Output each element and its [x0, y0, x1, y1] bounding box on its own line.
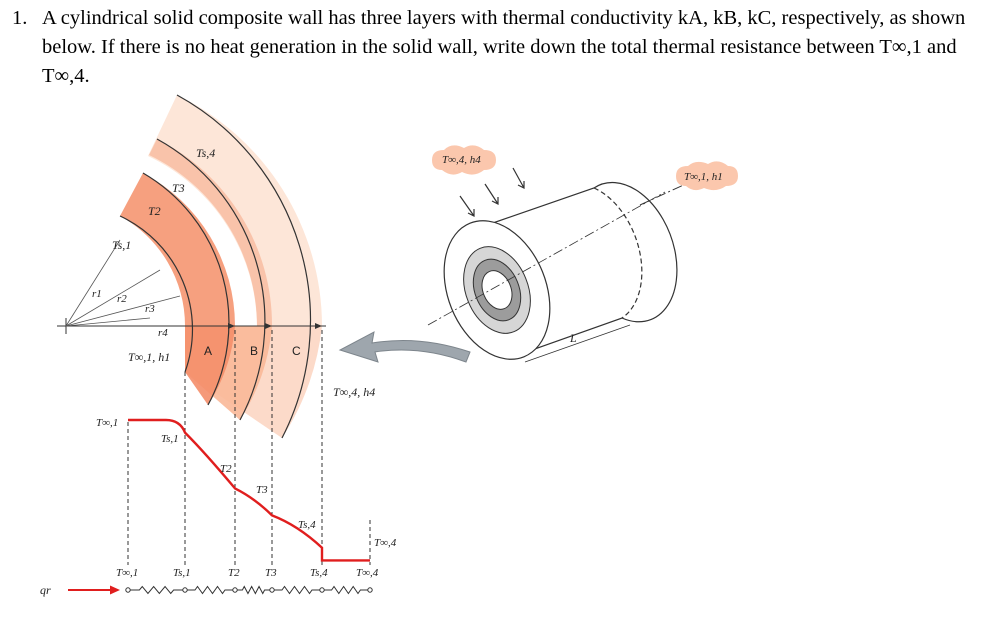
circuit-node	[367, 587, 373, 593]
dashed-guides	[127, 330, 371, 565]
temperature-profile-line	[128, 418, 370, 562]
label-t3: T3	[172, 181, 185, 195]
question-text: 1. A cylindrical solid composite wall ha…	[12, 4, 997, 91]
radius-r3-line	[65, 295, 181, 327]
circuit-node	[125, 587, 131, 593]
resistor-chain	[128, 585, 370, 595]
radius-r1-line	[65, 239, 121, 327]
radius-r4-line	[65, 317, 151, 327]
circuit-node	[269, 587, 275, 593]
arrow-head-c	[315, 323, 322, 329]
arrow-head-a	[228, 323, 235, 329]
interface-ab-arc	[142, 172, 230, 406]
cylinder-axis-line	[427, 191, 666, 326]
cylinder-outer-fluid-label: T∞,4, h4	[442, 154, 481, 166]
profile-label-ts4: Ts,4	[298, 519, 316, 531]
profile-label-tinf1: T∞,1	[96, 417, 118, 429]
inner-surface-arc	[119, 215, 194, 373]
outer-fluid-blob	[432, 145, 496, 175]
layer-ring-inner	[481, 270, 513, 310]
profile-label-t2: T2	[220, 463, 232, 475]
label-r3: r3	[145, 303, 155, 315]
profile-label-ts1: Ts,1	[161, 433, 179, 445]
label-r4: r4	[158, 327, 168, 339]
cylinder-far-end	[593, 187, 643, 319]
label-ts4: Ts,4	[196, 146, 215, 160]
node-label-t2: T2	[228, 567, 240, 579]
outer-surface-arc	[176, 94, 312, 439]
interface-bc-arc	[156, 138, 266, 421]
cylinder-inner-fluid-label: T∞,1, h1	[684, 171, 723, 183]
label-r1: r1	[92, 288, 102, 300]
layer-label-c: C	[292, 344, 301, 358]
profile-label-tinf4: T∞,4	[374, 537, 397, 549]
node-label-t3: T3	[265, 567, 277, 579]
heat-rate-arrow-head	[110, 585, 120, 595]
node-label-tinf4: T∞,4	[356, 567, 379, 579]
length-label: L	[569, 331, 577, 345]
label-outer-fluid: T∞,4, h4	[333, 385, 375, 399]
flow-arrow	[459, 195, 475, 217]
pointer-arrow	[338, 331, 471, 363]
heat-rate-label: qr	[40, 583, 51, 597]
label-ts1: Ts,1	[112, 238, 131, 252]
temperature-profile: T∞,1 Ts,1 T2 T3 Ts,4 T∞,4	[96, 417, 397, 562]
label-inner-fluid: T∞,1, h1	[128, 350, 170, 364]
node-label-tinf1: T∞,1	[116, 567, 138, 579]
label-r2: r2	[117, 293, 127, 305]
arrow-head-b	[265, 323, 272, 329]
layer-a-region	[120, 173, 236, 326]
flow-arrow	[484, 183, 499, 205]
circuit-node	[232, 587, 238, 593]
axis-arrow-line	[639, 181, 691, 206]
inner-fluid-blob	[676, 161, 738, 191]
flow-arrow	[512, 167, 525, 189]
layer-b-region	[149, 139, 273, 326]
layer-label-b: B	[250, 344, 258, 358]
circuit-node	[182, 587, 188, 593]
circuit-node	[319, 587, 325, 593]
radius-r2-line	[65, 269, 161, 327]
question-body: A cylindrical solid composite wall has t…	[42, 7, 966, 87]
layer-label-a: A	[204, 344, 212, 358]
cylinder: L T∞,4, h4 T∞,1, h1	[427, 145, 738, 363]
thermal-circuit: qr T∞,1 Ts,1 T2 T3 Ts,4 T∞,4	[40, 567, 379, 597]
label-t2: T2	[148, 204, 161, 218]
layer-a-lower	[185, 326, 235, 405]
profile-label-t3: T3	[256, 484, 268, 496]
question-number: 1.	[12, 7, 28, 29]
length-dim-line	[524, 324, 631, 363]
node-label-ts4: Ts,4	[310, 567, 328, 579]
cross-section: Ts,4 T3 T2 Ts,1 r1 r2 r3 r4 T∞,1, h1 A B…	[57, 94, 375, 439]
node-label-ts1: Ts,1	[173, 567, 191, 579]
